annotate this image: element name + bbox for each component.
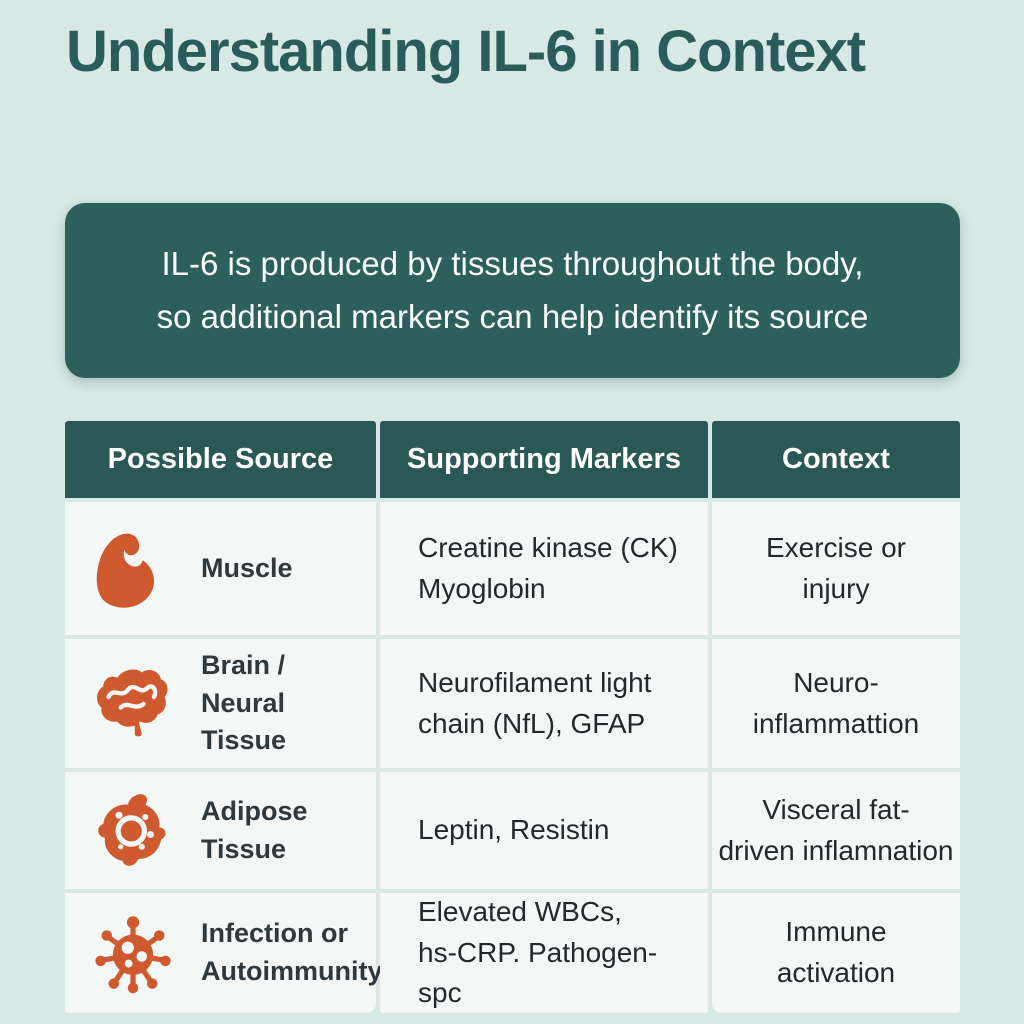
table-row-adipose-source: Adipose Tissue — [65, 772, 376, 889]
brain-icon — [91, 659, 175, 749]
table-row-infection-source: Infection or Autoimmunity — [65, 893, 383, 1013]
table-row-infection-markers: Elevated WBCs, hs-CRP. Pathogen-spc — [380, 893, 708, 1013]
callout-banner: IL-6 is produced by tissues throughout t… — [65, 203, 960, 378]
table-row-muscle-markers: Creatine kinase (CK) Myoglobin — [380, 502, 708, 635]
callout-text: IL-6 is produced by tissues throughout t… — [156, 245, 869, 335]
il6-source-table: Possible Source Supporting Markers Conte… — [65, 421, 960, 1013]
table-row-muscle-context: Exercise or injury — [712, 502, 960, 635]
table-row-infection-context: Immune activation — [712, 893, 960, 1013]
table-row-muscle-source: Muscle — [65, 502, 376, 635]
table-row-brain-markers: Neurofilament light chain (NfL), GFAP — [380, 639, 708, 768]
pathogen-icon — [91, 908, 175, 998]
adipose-cell-icon — [91, 786, 175, 876]
table-row-brain-context: Neuro- inflammattion — [712, 639, 960, 768]
table-row-adipose-context: Visceral fat- driven inflamnation — [712, 772, 960, 889]
table-row-brain-source: Brain / Neural Tissue — [65, 639, 376, 768]
page-title: Understanding IL-6 in Context — [66, 19, 866, 84]
column-header-possible-source: Possible Source — [65, 421, 376, 498]
source-label: Muscle — [201, 552, 293, 583]
source-label: Infection or Autoimmunity — [201, 918, 383, 986]
source-label: Brain / Neural Tissue — [201, 649, 287, 756]
table-row-adipose-markers: Leptin, Resistin — [380, 772, 708, 889]
column-header-supporting-markers: Supporting Markers — [380, 421, 708, 498]
source-label: Adipose Tissue — [201, 795, 308, 864]
muscle-icon — [91, 524, 175, 614]
column-header-context: Context — [712, 421, 960, 498]
